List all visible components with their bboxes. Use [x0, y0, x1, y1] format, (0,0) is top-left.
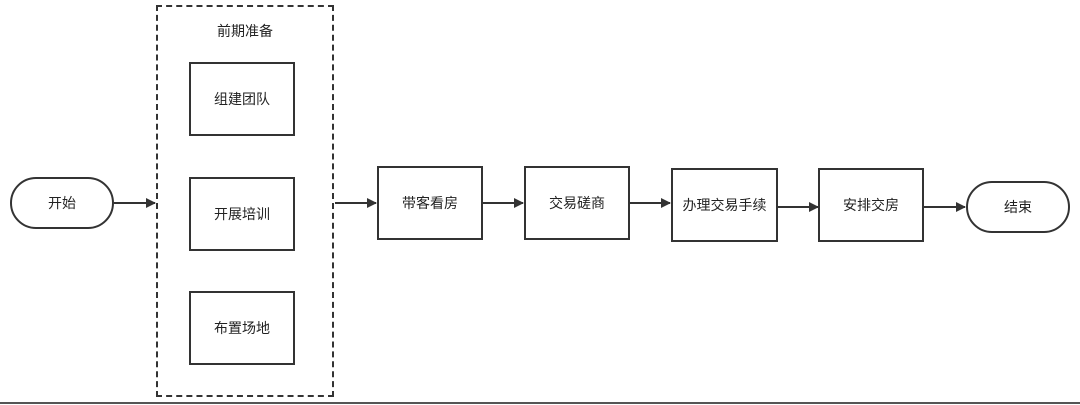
- prep-step-venue: 布置场地: [189, 291, 295, 365]
- prep-step-label: 开展培训: [214, 207, 270, 223]
- step-label: 安排交房: [843, 198, 899, 214]
- start-label: 开始: [48, 196, 76, 212]
- prep-step-training: 开展培训: [189, 177, 295, 251]
- start-node: 开始: [10, 177, 114, 229]
- step-transaction-procedures: 办理交易手续: [671, 168, 778, 242]
- prep-group: 前期准备: [156, 5, 334, 397]
- prep-group-title: 前期准备: [217, 24, 273, 40]
- step-arrange-handover: 安排交房: [818, 168, 924, 242]
- step-label: 带客看房: [402, 196, 458, 212]
- end-node: 结束: [966, 181, 1070, 233]
- step-negotiate: 交易磋商: [524, 166, 630, 240]
- end-label: 结束: [1004, 200, 1032, 216]
- prep-step-label: 布置场地: [214, 321, 270, 337]
- prep-step-team: 组建团队: [189, 62, 295, 136]
- step-label: 办理交易手续: [682, 198, 767, 214]
- step-show-property: 带客看房: [377, 166, 483, 240]
- step-label: 交易磋商: [549, 196, 605, 212]
- bottom-divider: [0, 402, 1080, 404]
- prep-step-label: 组建团队: [214, 92, 270, 108]
